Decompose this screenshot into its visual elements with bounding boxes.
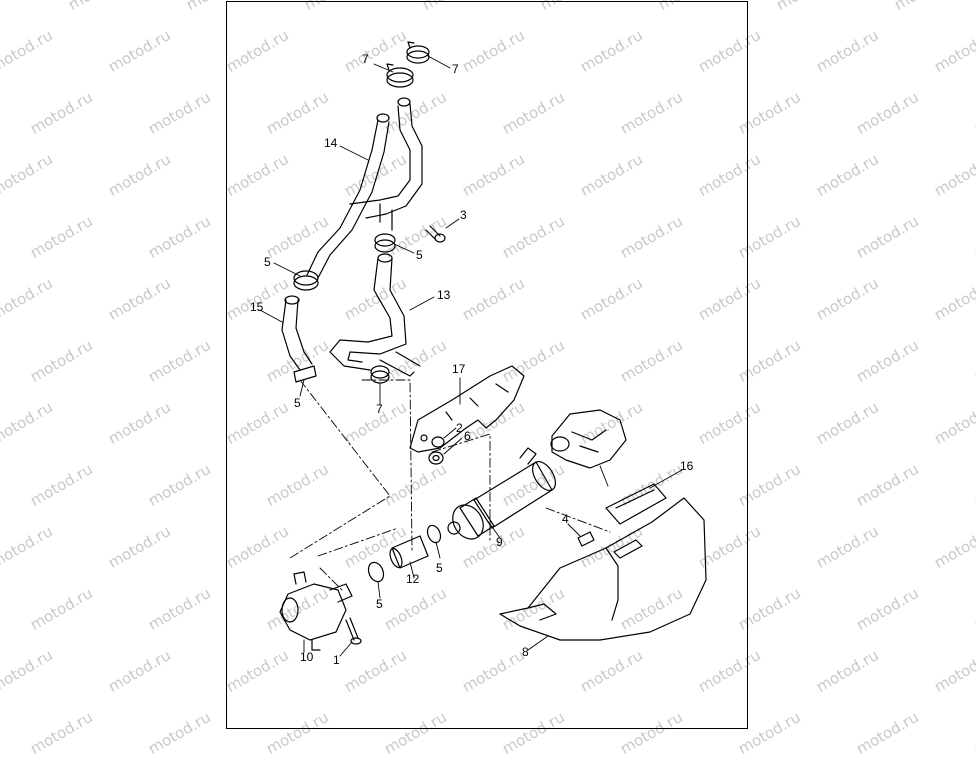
- callout-8: 8: [522, 645, 529, 659]
- hose-13: [306, 97, 423, 279]
- callout-5: 5: [436, 561, 443, 575]
- assembly-lines: [289, 379, 611, 591]
- callout-7: 7: [452, 62, 459, 76]
- bolt-3: [425, 225, 446, 243]
- clamp-7-lower: [370, 365, 390, 384]
- callout-5: 5: [264, 255, 271, 269]
- clamp-5-pump: [426, 524, 442, 544]
- callout-5: 5: [294, 396, 301, 410]
- callout-3: 3: [460, 208, 467, 222]
- clamp-5-left-upper: [293, 270, 319, 291]
- exploded-parts-diagram: 7 7 14 3 5 5 13 15 5 7 17 2 6 16 4 9 5 1…: [250, 41, 707, 667]
- callout-5: 5: [416, 248, 423, 262]
- callout-5: 5: [376, 597, 383, 611]
- diagram-frame: [226, 1, 748, 729]
- callout-11: 12: [406, 572, 420, 586]
- callout-4: 4: [562, 512, 569, 526]
- thermostat-housing-10: [279, 571, 353, 651]
- clip-4: [577, 531, 595, 547]
- callout-13: 14: [324, 136, 338, 150]
- water-pump-9: [447, 447, 557, 540]
- callout-9: 9: [496, 535, 503, 549]
- callout-12: 13: [437, 288, 451, 302]
- bolt-2: [431, 436, 445, 448]
- washer-6: [428, 451, 444, 465]
- leader-lines: [259, 55, 683, 657]
- bolt-1: [345, 617, 362, 645]
- callout-16: 17: [452, 362, 466, 376]
- callouts: 7 7 14 3 5 5 13 15 5 7 17 2 6 16 4 9 5 1…: [250, 52, 694, 667]
- clamp-7-top: [386, 63, 414, 88]
- callout-7: 7: [362, 52, 369, 66]
- callout-10: 10: [300, 650, 314, 664]
- callout-15: 16: [680, 459, 694, 473]
- clamp-5-hose-11: [367, 561, 385, 583]
- hose-12: [329, 253, 421, 377]
- bracket-16: [409, 365, 525, 453]
- grommet-15: [605, 483, 667, 559]
- callout-7: 7: [376, 402, 383, 416]
- callout-2: 2: [456, 421, 463, 435]
- callout-14: 15: [250, 300, 264, 314]
- clamp-5-right-upper: [374, 233, 396, 253]
- cover-8: [499, 497, 707, 641]
- callout-6: 6: [464, 429, 471, 443]
- bracket-17: [550, 409, 627, 469]
- clamp-7-top-right: [406, 41, 430, 64]
- hose-14: [281, 295, 313, 371]
- clamp-5-left-lower: [293, 365, 317, 383]
- callout-1: 1: [333, 653, 340, 667]
- hose-11: [389, 535, 429, 569]
